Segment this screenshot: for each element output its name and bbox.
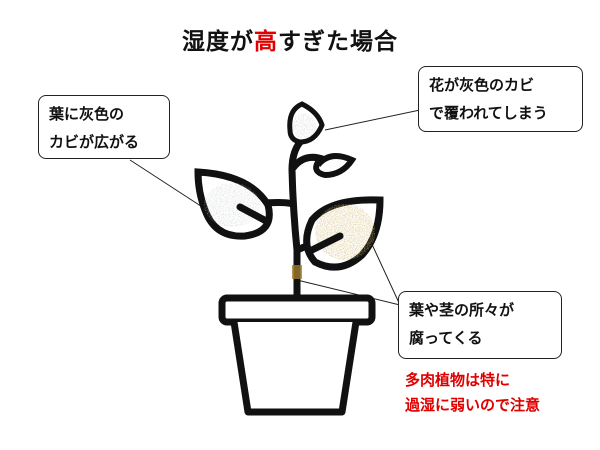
callout-line: 腐ってくる xyxy=(409,329,483,347)
pointer-lines xyxy=(129,109,421,306)
right-leaf xyxy=(303,196,384,271)
small-leaf xyxy=(313,153,357,179)
callout-flower-mold: 花が灰色のカビ で覆われてしまう xyxy=(418,66,583,132)
title-text-end: すぎた場合 xyxy=(278,29,398,55)
pot xyxy=(218,294,376,416)
note-line: 過湿に弱いので注意 xyxy=(405,396,541,414)
warning-note: 多肉植物は特に 過湿に弱いので注意 xyxy=(405,368,540,418)
note-line: 多肉植物は特に xyxy=(405,371,511,389)
title-highlight: 高 xyxy=(254,29,278,55)
callout-line: 花が灰色のカビ xyxy=(429,76,535,94)
page-title: 湿度が高すぎた場合 xyxy=(0,22,580,56)
stem xyxy=(288,136,306,302)
callout-rot: 葉や茎の所々が 腐ってくる xyxy=(398,291,562,359)
callout-line: 葉に灰色の xyxy=(49,105,125,123)
callout-line: カビが広がる xyxy=(49,133,140,151)
callout-line: で覆われてしまう xyxy=(429,104,548,122)
left-leaf xyxy=(194,168,273,240)
rot-spot xyxy=(292,265,302,279)
title-text: 湿度が xyxy=(182,29,254,55)
callout-leaf-mold: 葉に灰色の カビが広がる xyxy=(38,95,170,159)
flower-bud xyxy=(287,101,325,145)
callout-line: 葉や茎の所々が xyxy=(409,301,515,319)
